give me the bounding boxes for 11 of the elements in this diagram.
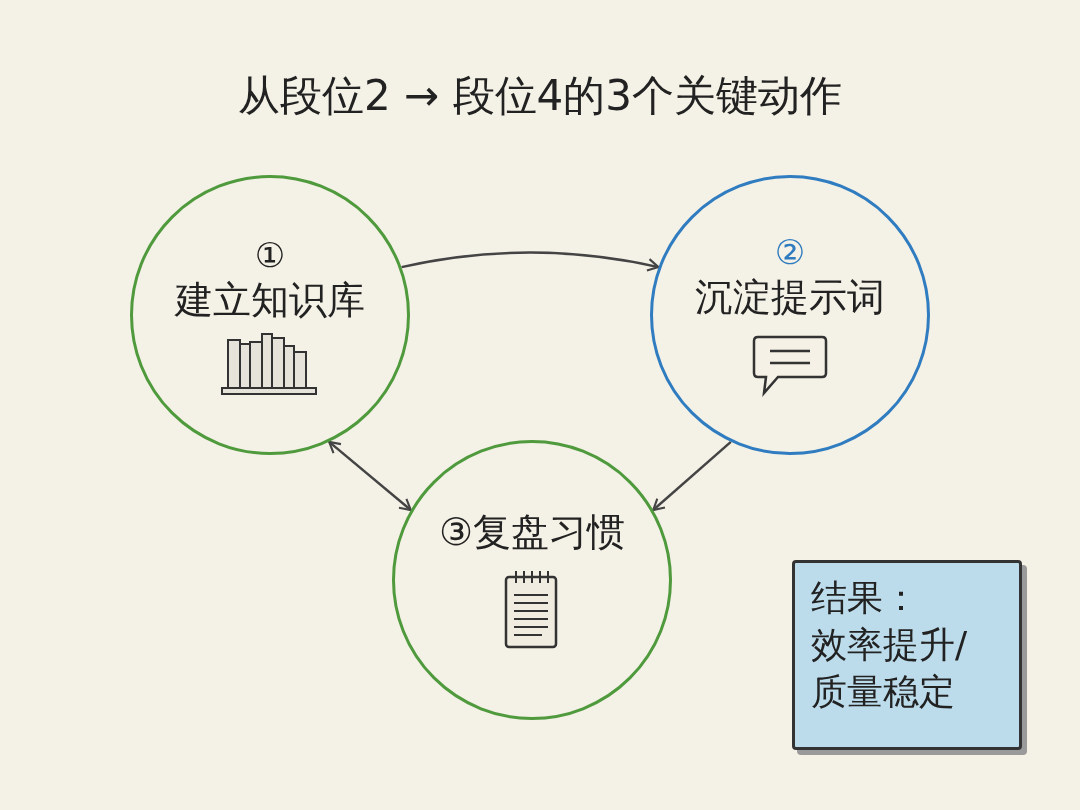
card-text: 效率提升/质量稳定 [811,622,969,714]
arrow [401,251,660,272]
node-title: 建立知识库 [175,276,365,324]
node-title: ③复盘习惯 [438,509,626,557]
arrow [328,440,412,512]
step-number: ① [254,234,286,277]
step-number: ② [774,231,806,274]
card-heading: 结果： [811,576,920,620]
title: 从段位2 → 段位4的3个关键动作 [236,70,844,122]
node-title: 沉淀提示词 [695,273,885,321]
arrow [652,440,732,512]
